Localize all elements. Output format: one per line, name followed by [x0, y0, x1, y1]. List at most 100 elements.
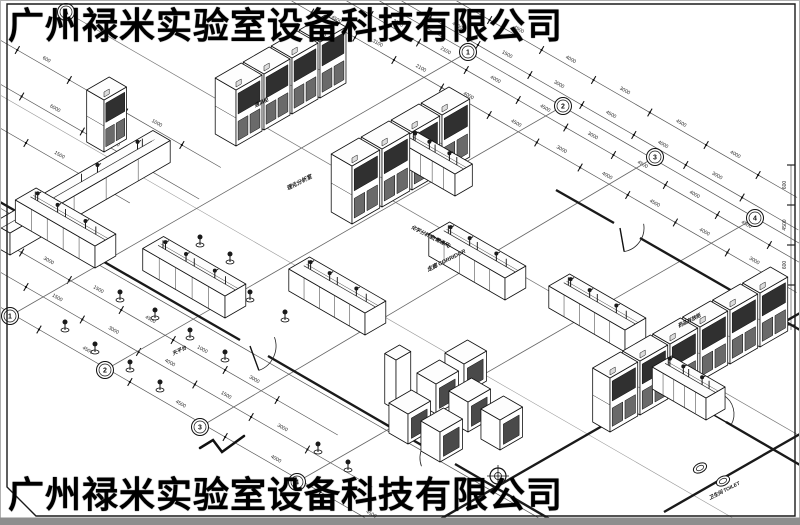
reagent-shelf: [30, 196, 106, 241]
faucet-icon: [427, 139, 432, 144]
dimension-node: [648, 111, 651, 114]
cabinet-panel: [249, 108, 261, 134]
under-bench-cabinet-top: [388, 389, 431, 415]
dimension-value: 4500: [512, 24, 525, 35]
fume-hood-row-top: [420, 86, 471, 116]
door-leaf: [619, 227, 625, 252]
grid-bubble-inner: [648, 150, 662, 164]
cabinet-wall-row-top: [682, 300, 729, 328]
door-swing-arc: [722, 394, 735, 426]
dimension-node: [716, 213, 719, 217]
cabinet-panel: [237, 80, 261, 115]
grid-bubble-label: A: [63, 9, 68, 16]
apparatus-stand: [117, 289, 123, 295]
faucet-icon: [308, 260, 313, 265]
dimension-value: 4000: [698, 227, 711, 238]
apparatus-stand: [92, 341, 98, 347]
cabinet-panel: [624, 394, 636, 420]
apparatus-stand: [315, 441, 321, 447]
cabinet-panel: [277, 92, 289, 118]
tall-cabinet-top: [384, 344, 412, 361]
grid-bubble-inner: [556, 99, 570, 113]
toilet-fixture: [695, 464, 705, 472]
cabinet-panel: [265, 64, 289, 99]
apparatus-stand: [345, 459, 351, 465]
under-bench-cabinet-top: [420, 407, 463, 433]
faucet-icon: [614, 303, 619, 308]
reagent-shelf: [664, 363, 716, 393]
faucet-icon: [95, 163, 100, 167]
wall: [725, 420, 800, 467]
dimension-line: [344, 0, 800, 263]
dimension-node: [276, 398, 279, 402]
dimension-node: [612, 153, 615, 157]
cabinet-panel: [443, 426, 460, 457]
dimension-node: [674, 221, 677, 224]
ruler-value: 600: [782, 261, 788, 270]
door-leaf: [711, 413, 732, 426]
dimension-line: [0, 271, 373, 488]
cabinet-panel: [761, 282, 786, 317]
dimension-node: [632, 133, 635, 137]
dimension-value: 4500: [330, 14, 343, 25]
dimension-value: 4500: [510, 118, 523, 129]
dimension-value: 4500: [365, 509, 378, 520]
faucet-icon: [83, 219, 88, 223]
dimension-value: 2100: [439, 46, 452, 57]
dimension-node: [540, 48, 543, 52]
north-mark: [198, 434, 246, 454]
dimension-node: [564, 126, 567, 129]
dimension-node: [705, 143, 708, 147]
grid-bubble-inner: [3, 309, 17, 323]
dimension-node: [20, 95, 23, 98]
dimension-node: [664, 183, 667, 187]
toilet-fixture: [718, 477, 728, 485]
dimension-node: [476, 43, 480, 47]
grid-bubble-inner: [59, 5, 73, 19]
dimension-node: [81, 130, 84, 133]
dimension-value: 1500: [220, 390, 233, 401]
vent-stub: [699, 315, 706, 325]
faucet-icon: [327, 271, 332, 276]
dimension-node: [20, 251, 23, 254]
dimension-value: 600: [41, 55, 51, 64]
dimension-value: 4000: [688, 189, 701, 200]
dimension-node: [757, 173, 760, 177]
dimension-value: 1500: [501, 49, 514, 60]
dimension-value: 3000: [711, 171, 724, 182]
dimension-node: [137, 350, 140, 354]
faucet-icon: [448, 225, 453, 230]
dimension-node: [740, 196, 744, 199]
dimension-node: [68, 278, 71, 282]
vent-stub: [263, 62, 270, 72]
grid-bubble-inner: [290, 475, 304, 489]
fume-hood-top: [86, 76, 127, 101]
cabinet-panel: [774, 309, 786, 335]
vent-stub: [291, 46, 298, 56]
dimension-node: [580, 103, 583, 107]
apparatus-stand: [152, 307, 158, 313]
dimension-node: [417, 41, 420, 44]
dimension-node: [535, 141, 538, 144]
sheet-inner-border: [6, 3, 796, 517]
cabinet-wall-row-top: [592, 351, 639, 379]
fume-hood-row-top: [330, 137, 381, 167]
door-leaf: [249, 345, 260, 371]
cabinet-panel: [443, 104, 468, 141]
apparatus-stand: [282, 309, 288, 315]
cabinet-panel: [611, 401, 623, 427]
cabinet-panel: [321, 67, 333, 93]
grid-bubble-label: 1: [8, 313, 12, 320]
grid-bubble-inner: [193, 420, 207, 434]
dimension-value: 3000: [553, 79, 566, 90]
wall: [663, 432, 800, 514]
dimension-value: 3000: [586, 131, 599, 142]
dimension-node: [579, 166, 582, 169]
grid-bubble-inner: [98, 363, 112, 377]
cabinet-panel: [353, 155, 378, 192]
room-label: 天平台: [170, 344, 188, 358]
dimension-node: [24, 285, 28, 289]
dimension-value: 1500: [53, 150, 66, 161]
fume-hood-row-top: [270, 30, 319, 59]
under-bench-cabinet-top: [448, 377, 491, 403]
